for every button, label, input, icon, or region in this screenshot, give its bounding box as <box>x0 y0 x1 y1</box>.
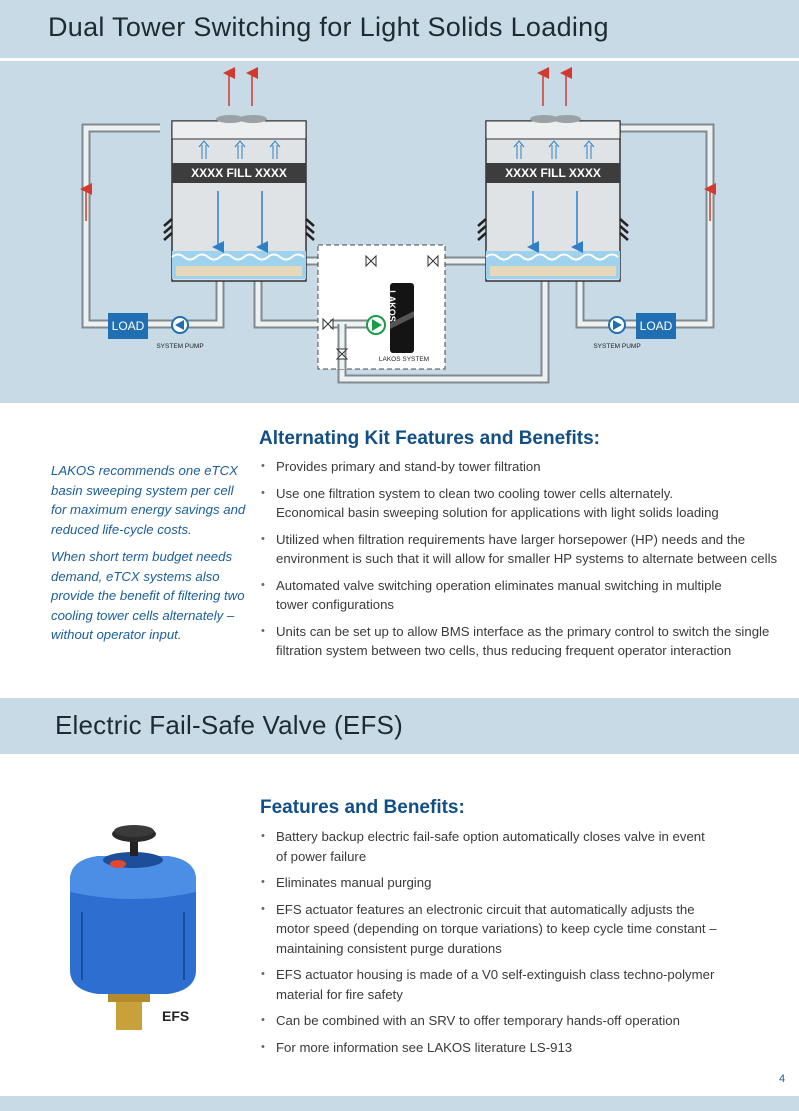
list-item: EFS actuator housing is made of a V0 sel… <box>259 965 789 1004</box>
efs-actuator-image <box>58 820 218 1030</box>
alternating-kit-heading: Alternating Kit Features and Benefits: <box>259 428 600 449</box>
tower-diagram-svg: XXXX FILL XXXX XXXX FILL XXXX LOAD LOAD … <box>80 67 716 384</box>
left-tower <box>163 67 315 282</box>
list-item: Provides primary and stand-by tower filt… <box>259 457 789 477</box>
section-title: Electric Fail-Safe Valve (EFS) <box>55 710 403 740</box>
list-item: Use one filtration system to clean two c… <box>259 484 789 523</box>
header-divider <box>0 58 799 61</box>
list-item: For more information see LAKOS literatur… <box>259 1038 789 1058</box>
list-item: Units can be set up to allow BMS interfa… <box>259 622 789 661</box>
fill-label-left: XXXX FILL XXXX <box>191 166 287 180</box>
load-box-left <box>108 313 148 339</box>
lakos-brand-label: LAKOS <box>387 290 397 322</box>
lakos-system-label: LAKOS SYSTEM <box>379 356 429 363</box>
right-tower <box>477 67 629 282</box>
fill-label-right: XXXX FILL XXXX <box>505 166 601 180</box>
list-item: Battery backup electric fail-safe option… <box>259 827 789 866</box>
pump-label-right: SYSTEM PUMP <box>593 343 640 350</box>
recommendation-note: LAKOS recommends one eTCX basin sweeping… <box>51 461 251 653</box>
list-item: Utilized when filtration requirements ha… <box>259 530 789 569</box>
list-item: Eliminates manual purging <box>259 873 789 893</box>
list-item: Can be combined with an SRV to offer tem… <box>259 1011 789 1031</box>
header-band <box>0 0 799 58</box>
efs-features-heading: Features and Benefits: <box>260 797 465 818</box>
note-paragraph-2: When short term budget needs demand, eTC… <box>51 549 245 642</box>
section-band <box>0 698 799 754</box>
note-paragraph-1: LAKOS recommends one eTCX basin sweeping… <box>51 463 246 537</box>
alternating-kit-feature-list: Provides primary and stand-by tower filt… <box>259 457 789 668</box>
list-item: EFS actuator features an electronic circ… <box>259 900 789 959</box>
pump-label-left: SYSTEM PUMP <box>156 343 203 350</box>
footer-band <box>0 1096 799 1111</box>
load-box-right <box>636 313 676 339</box>
efs-label: EFS <box>162 1008 190 1024</box>
page-number: 4 <box>779 1073 786 1085</box>
load-label-right: LOAD <box>640 319 673 333</box>
load-label-left: LOAD <box>112 319 145 333</box>
tower-diagram: XXXX FILL XXXX XXXX FILL XXXX LOAD LOAD … <box>0 61 799 403</box>
efs-feature-list: Battery backup electric fail-safe option… <box>259 827 789 1064</box>
list-item: Automated valve switching operation elim… <box>259 576 789 615</box>
page-title: Dual Tower Switching for Light Solids Lo… <box>48 12 609 42</box>
